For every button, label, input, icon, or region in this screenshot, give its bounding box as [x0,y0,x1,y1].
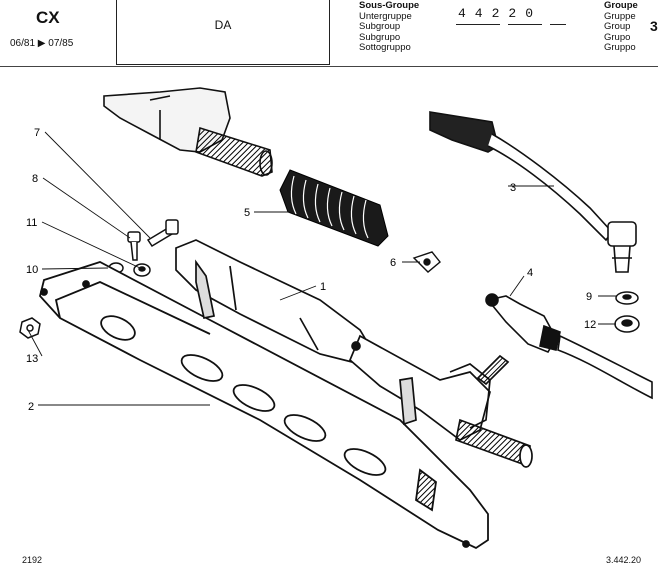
leader-lines [27,131,616,406]
bolt-part-8 [127,231,141,261]
callout-7: 7 [34,127,40,139]
callout-12: 12 [584,319,596,331]
crossmember-part-2 [39,261,489,550]
header-separator [0,66,658,67]
callout-5: 5 [244,207,250,219]
callout-numbers: 1 2 3 4 5 6 7 8 9 10 11 12 13 [26,127,596,413]
nut-part-11 [133,263,151,277]
date-range: 06/81 ▶ 07/85 [10,38,74,49]
group-labels: Groupe Gruppe Group Grupo Gruppo [604,0,638,54]
subgroup-label-it: Sottogruppo [359,42,411,53]
subgroup-label-es: Subgrupo [359,31,401,43]
callout-2: 2 [28,401,34,413]
model-name: CX [36,8,60,27]
nut-part-13 [19,317,41,339]
callout-3: 3 [510,182,516,194]
rack-upper-fragment [103,87,273,177]
subgroup-label-de: Untergruppe [359,10,412,22]
washer-part-9 [615,291,639,305]
page-marker: 3 [650,18,658,34]
callout-6: 6 [390,257,396,269]
tie-rod-end-part-4 [485,293,561,354]
footer-left-code: 2192 [22,555,43,565]
subgroup-labels: Sous-Groupe Untergruppe Subgroup Subgrup… [359,0,420,54]
group-label-it: Gruppo [604,42,636,53]
footer-page-ref: 3.442.20 [606,555,642,565]
tie-rod-part-3 [429,111,637,273]
steering-rack-part-1 [175,239,533,468]
bolt-part-7 [146,219,179,248]
clip-part-6 [412,251,441,273]
callout-9: 9 [586,291,592,303]
callout-4: 4 [527,267,533,279]
callout-11: 11 [26,217,37,229]
group-label-de: Gruppe [604,10,636,22]
subgroup-label-fr: Sous-Groupe [359,0,420,11]
group-label-fr: Groupe [604,0,638,11]
code-underline-3 [550,24,566,25]
callout-13: 13 [26,353,38,365]
group-code: 44220 [458,6,543,21]
title-box: DA [116,0,330,65]
code-underline-1 [456,24,500,25]
group-label-es: Grupo [604,31,631,43]
code-underline-2 [508,24,542,25]
callout-1: 1 [320,281,326,293]
rod-right [557,334,653,400]
callout-8: 8 [32,173,38,185]
nut-part-12 [614,315,640,333]
callout-10: 10 [26,264,38,276]
boot-part-5 [279,169,389,247]
title-text: DA [214,18,232,32]
group-label-en: Group [604,21,631,32]
subgroup-label-en: Subgroup [359,21,401,32]
